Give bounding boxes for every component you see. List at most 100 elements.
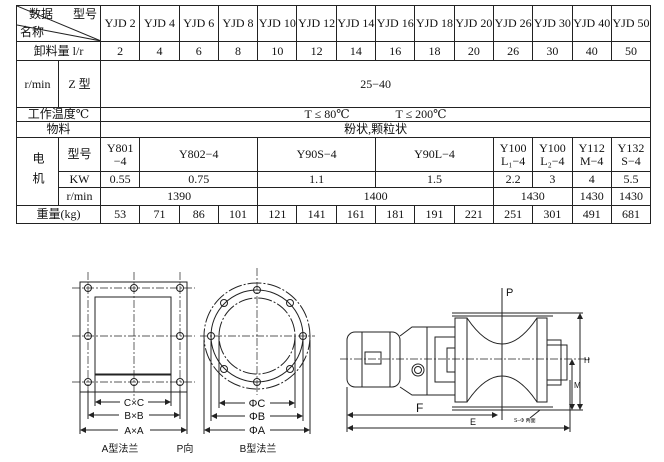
- p-label: P: [506, 287, 513, 299]
- cell: 301: [532, 205, 573, 224]
- row-label: 卸料量 l/r: [16, 41, 101, 61]
- motor-model-row: 电机 型号 Y801 −4 Y802−4 Y90S−4 Y90L−4 Y100 …: [16, 137, 652, 206]
- dim-phi-b: ΦB: [249, 411, 265, 423]
- model-header: YJD 14: [335, 5, 377, 42]
- cell: 粉状,颗粒状: [99, 121, 652, 138]
- cell: 1430: [610, 187, 652, 206]
- temp-value: T ≤ 80℃: [304, 107, 350, 121]
- cell: 50: [610, 41, 652, 61]
- cell: 2.2: [492, 171, 534, 188]
- b-flange-view: [200, 268, 315, 434]
- corner-top-right: 型号: [72, 7, 97, 21]
- spec-table: 数据 型号 名称 YJD 2 YJD 4 YJD 6 YJD 8 YJD 10 …: [16, 5, 652, 224]
- model-header: YJD 18: [414, 5, 455, 42]
- cell: 141: [296, 205, 337, 224]
- cell: 4: [571, 171, 612, 188]
- dim-phi-c: ΦC: [249, 398, 266, 410]
- cell: 0.55: [99, 171, 141, 188]
- model-header: YJD 50: [610, 5, 652, 42]
- row-label: 电机: [16, 137, 59, 206]
- m-dim-label: M: [574, 381, 581, 390]
- cell: 53: [99, 205, 141, 224]
- cell: 6: [178, 41, 219, 61]
- model-header: YJD 4: [139, 5, 180, 42]
- cell: Y802−4: [139, 137, 259, 172]
- cell: 121: [257, 205, 298, 224]
- cell: Y112 M−4: [571, 137, 612, 172]
- bolt-note: S−Φ 两面: [514, 418, 536, 424]
- corner-top-left: 数据: [29, 7, 54, 21]
- row-sublabel: r/min: [58, 187, 101, 206]
- cell: 71: [139, 205, 180, 224]
- cell: 101: [217, 205, 259, 224]
- weight-row: 重量(kg) 53 71 86 101 121 141 161 181 191 …: [16, 205, 652, 224]
- cell: 681: [610, 205, 652, 224]
- cell: Y100 L₁−4: [492, 137, 534, 172]
- cell: 30: [532, 41, 573, 61]
- cell: 40: [571, 41, 612, 61]
- model-header: YJD 12: [296, 5, 337, 42]
- cell: 181: [375, 205, 416, 224]
- row-label: 重量(kg): [16, 205, 101, 224]
- cell: 491: [571, 205, 612, 224]
- row-label: 物料: [16, 121, 101, 138]
- row-sublabel: Z 型: [58, 60, 101, 108]
- cell: 1430: [571, 187, 612, 206]
- row-sublabel: 型号: [58, 137, 101, 172]
- motor-speed-row: r/min 1390 1400 1430 1430 1430: [17, 187, 652, 206]
- p-view-caption: P向: [177, 442, 194, 455]
- a-flange-caption: A型法兰: [102, 442, 139, 455]
- cell: 4: [139, 41, 180, 61]
- cell: 26: [492, 41, 534, 61]
- side-view: [340, 288, 590, 432]
- cell: Y801 −4: [99, 137, 141, 172]
- cell: 1400: [257, 187, 494, 206]
- dim-axa: A×A: [124, 426, 144, 437]
- cell: 191: [414, 205, 455, 224]
- model-header: YJD 10: [257, 5, 298, 42]
- cell: Y100 L₂−4: [532, 137, 573, 172]
- cell: 1.5: [375, 171, 494, 188]
- cell: 1.1: [257, 171, 377, 188]
- cell: 1430: [492, 187, 573, 206]
- speed-row: r/min Z 型 25−40: [16, 60, 652, 108]
- cell: 10: [257, 41, 298, 61]
- cell: 8: [217, 41, 259, 61]
- model-header: YJD 20: [453, 5, 494, 42]
- cell: 25−40: [99, 60, 652, 108]
- model-header: YJD 6: [178, 5, 219, 42]
- model-header: YJD 40: [571, 5, 612, 42]
- h-dim-label: H: [584, 356, 590, 365]
- cell: 251: [492, 205, 534, 224]
- row-label: 工作温度℃: [16, 107, 101, 122]
- cell: 18: [414, 41, 455, 61]
- cell: 5.5: [610, 171, 652, 188]
- corner-bottom-left: 名称: [20, 25, 45, 39]
- cell: Y90L−4: [375, 137, 494, 172]
- technical-drawing: C×C B×B A×A A型法兰 P向 ΦC ΦB ΦA B型法兰: [72, 268, 590, 455]
- model-header: YJD 30: [532, 5, 573, 42]
- cell: 221: [453, 205, 494, 224]
- cell: 161: [335, 205, 377, 224]
- a-flange-view: [72, 272, 195, 434]
- row-label: r/min: [16, 60, 59, 108]
- discharge-row: 卸料量 l/r 2 4 6 8 10 12 14 16 18 20 26 30 …: [16, 41, 652, 61]
- b-flange-caption: B型法兰: [240, 442, 277, 455]
- temperature-row: 工作温度℃ T ≤ 80℃ T ≤ 200℃: [16, 107, 652, 122]
- cell: 20: [453, 41, 494, 61]
- model-header: YJD 16: [375, 5, 416, 42]
- cell: 14: [335, 41, 377, 61]
- cell: 1390: [99, 187, 259, 206]
- model-header: YJD 2: [99, 5, 141, 42]
- cell: 3: [532, 171, 573, 188]
- header-row: 数据 型号 名称 YJD 2 YJD 4 YJD 6 YJD 8 YJD 10 …: [16, 5, 652, 42]
- corner-cell: 数据 型号 名称: [16, 5, 101, 42]
- cell: 12: [296, 41, 337, 61]
- model-header: YJD 26: [492, 5, 534, 42]
- f-dim-label: F: [416, 401, 423, 415]
- dim-bxb: B×B: [124, 411, 144, 422]
- cell: 2: [99, 41, 141, 61]
- cell: Y132 S−4: [610, 137, 652, 172]
- dim-phi-a: ΦA: [249, 425, 266, 437]
